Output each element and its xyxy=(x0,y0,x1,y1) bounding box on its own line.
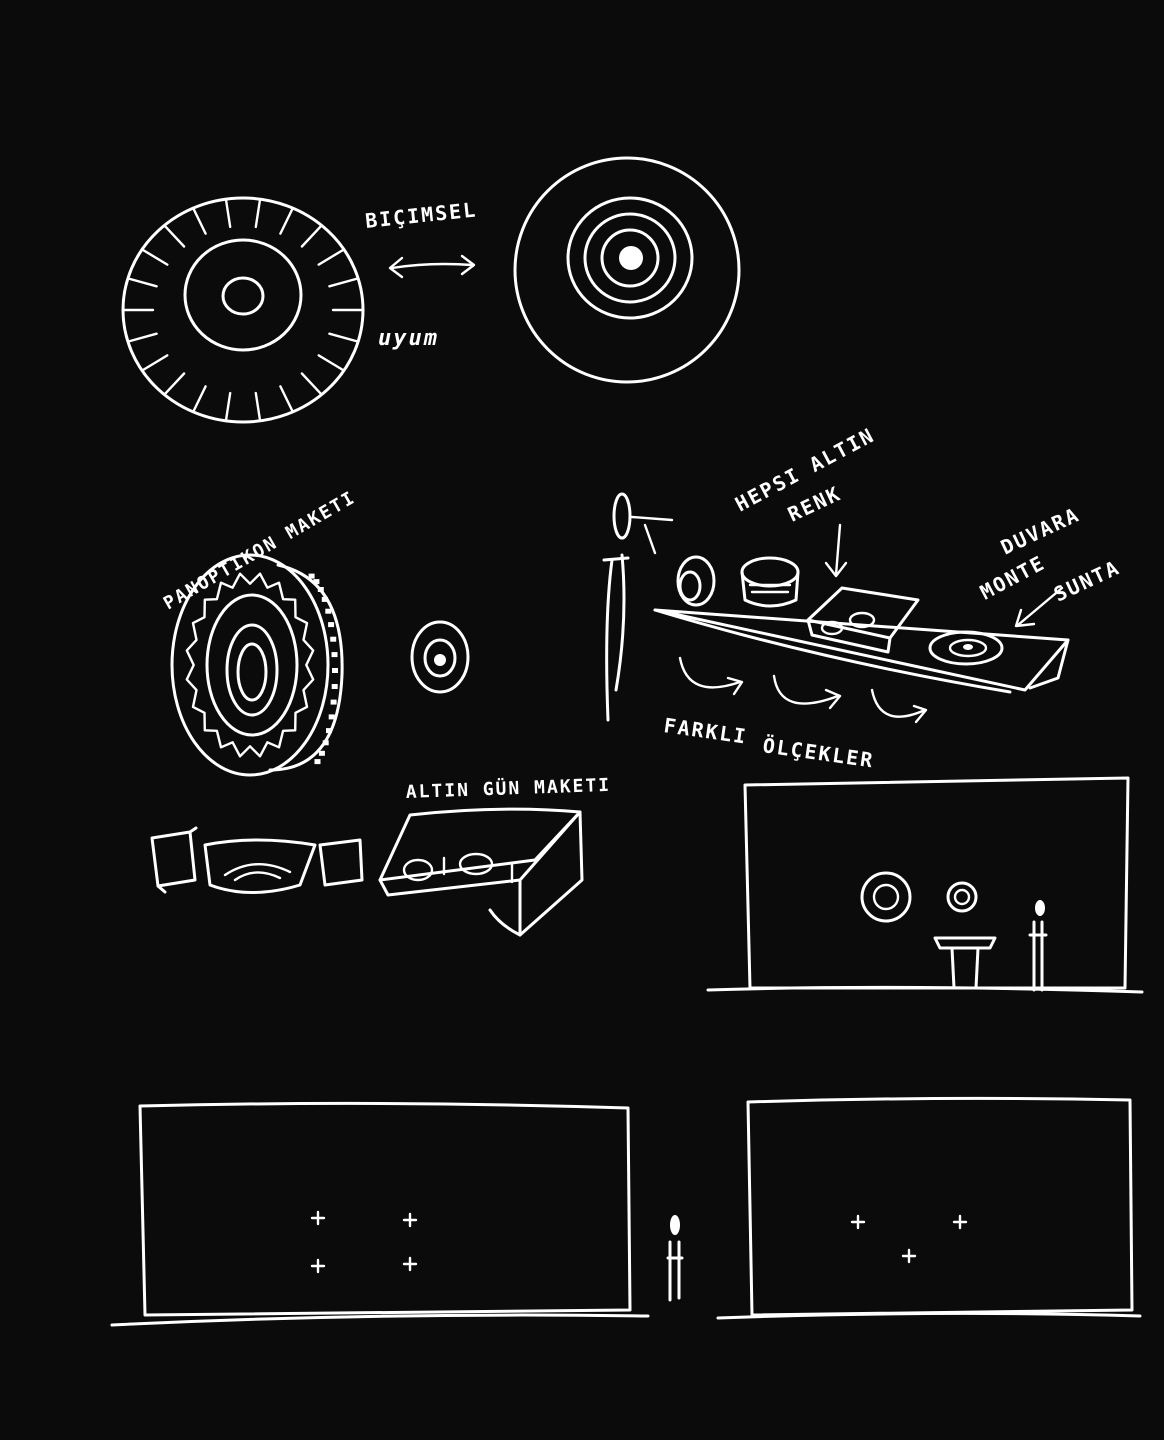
panoptikon-stud xyxy=(332,652,338,657)
panoptikon-stud xyxy=(332,684,338,689)
panoptikon-stud xyxy=(328,622,334,627)
panoptikon-stud xyxy=(315,759,321,764)
panoptikon-stud xyxy=(326,728,332,733)
panoptikon-stud xyxy=(313,579,319,584)
panoptikon-stud xyxy=(318,587,324,592)
panoptikon-stud xyxy=(330,637,336,642)
panoptikon-stud xyxy=(309,574,315,579)
panoptikon-stud xyxy=(331,700,337,705)
panoptikon-stud xyxy=(322,597,328,602)
panoptikon-stud xyxy=(323,740,329,745)
panoptikon-stud xyxy=(332,668,338,673)
panoptikon-stud xyxy=(319,751,325,756)
panoptikon-stud xyxy=(325,609,331,614)
label-uyum: uyum xyxy=(378,326,439,351)
panoptikon-stud xyxy=(329,714,335,719)
